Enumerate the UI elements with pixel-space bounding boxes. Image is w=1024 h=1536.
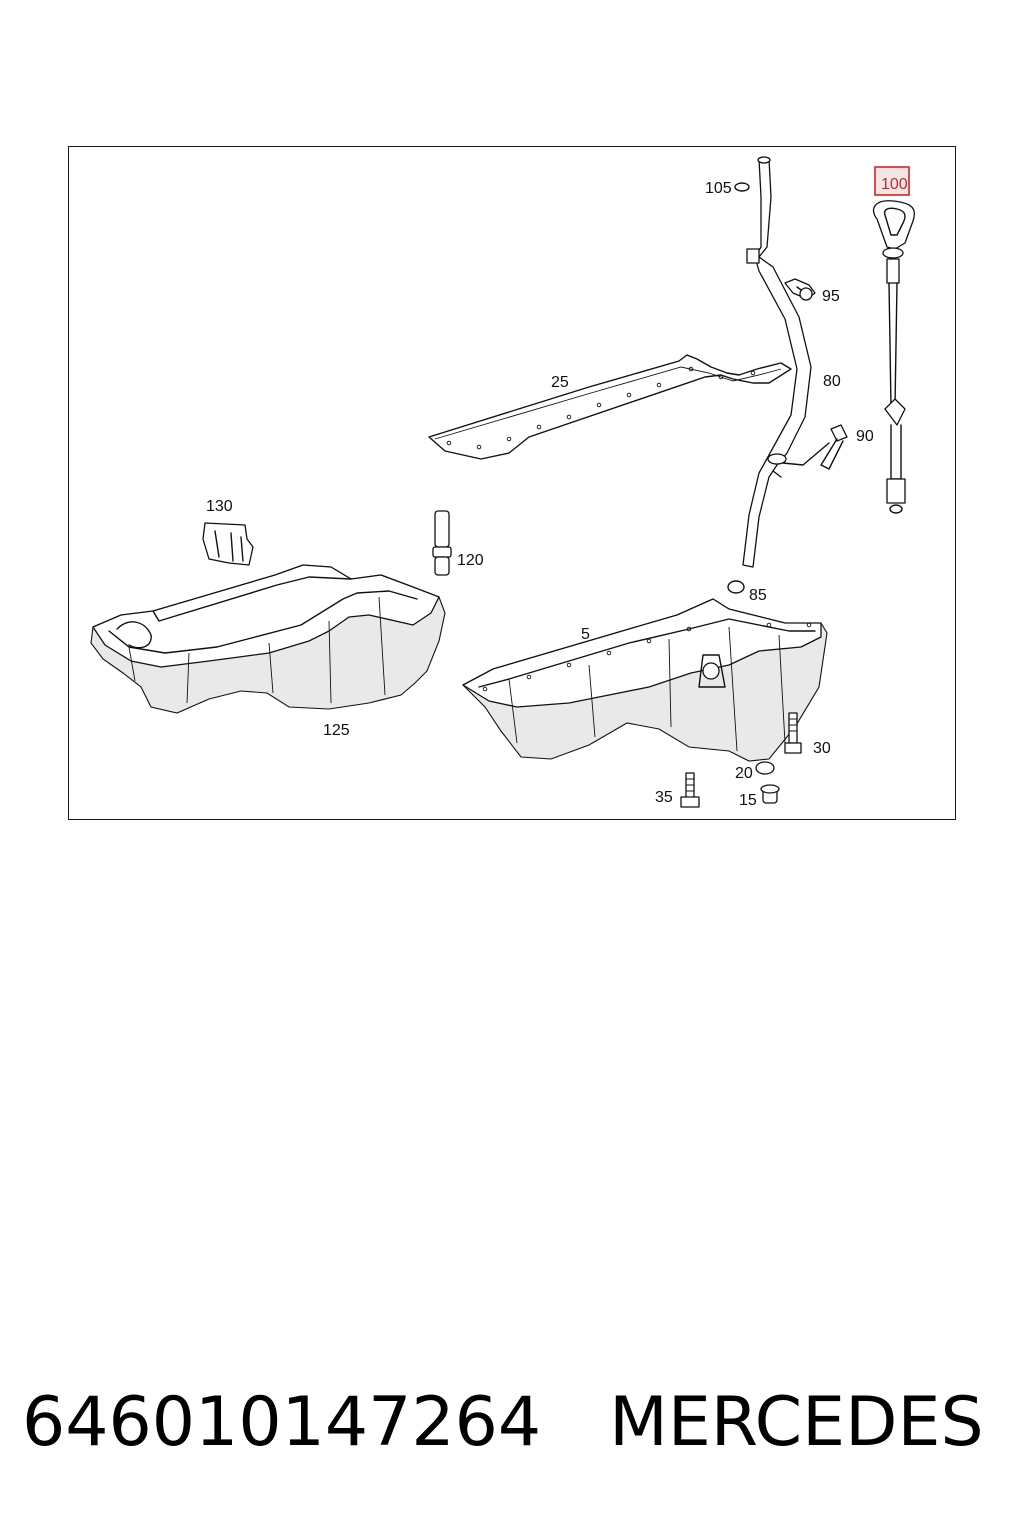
- bracket-130: [202, 522, 254, 566]
- part-label-30[interactable]: 30: [813, 740, 831, 757]
- part-label-20[interactable]: 20: [735, 765, 753, 782]
- part-label-125[interactable]: 125: [323, 722, 350, 739]
- bolt-90: [820, 424, 848, 470]
- oil-pan-gasket: [428, 354, 792, 460]
- part-label-130[interactable]: 130: [206, 498, 233, 515]
- part-label-85[interactable]: 85: [749, 587, 767, 604]
- part-label-90[interactable]: 90: [856, 428, 874, 445]
- part-label-15[interactable]: 15: [739, 792, 757, 809]
- exploded-view-drawing: 5 15 20 25 30 35 80 85 90 95 100 105 120…: [90, 156, 916, 809]
- dipstick-guide-tube: [742, 156, 830, 568]
- part-label-100[interactable]: 100: [881, 176, 908, 193]
- drain-plug-15: [760, 784, 780, 804]
- oil-dipstick: [872, 200, 916, 514]
- bolt-30: [784, 712, 802, 754]
- oil-pan-upper-5: [462, 598, 828, 762]
- caption: 646010147264 MERCEDES: [22, 1372, 1012, 1472]
- oil-pan-lower-125: [90, 564, 446, 714]
- part-label-105[interactable]: 105: [705, 180, 732, 197]
- brand-name: MERCEDES: [609, 1382, 984, 1462]
- part-label-120[interactable]: 120: [457, 552, 484, 569]
- part-label-95[interactable]: 95: [822, 288, 840, 305]
- bolt-95: [784, 278, 816, 301]
- stud-120: [432, 510, 452, 576]
- parts-diagram: 5 15 20 25 30 35 80 85 90 95 100 105 120…: [68, 146, 956, 820]
- part-100-highlight-box: [874, 166, 910, 196]
- part-label-5[interactable]: 5: [581, 626, 590, 643]
- bolt-35: [680, 772, 700, 808]
- sealing-ring-105: [734, 182, 750, 192]
- part-label-25[interactable]: 25: [551, 374, 569, 391]
- part-number: 646010147264: [22, 1382, 542, 1462]
- part-label-35[interactable]: 35: [655, 789, 673, 806]
- washer-20: [755, 761, 775, 775]
- part-label-80[interactable]: 80: [823, 373, 841, 390]
- sealing-ring-85: [727, 580, 745, 594]
